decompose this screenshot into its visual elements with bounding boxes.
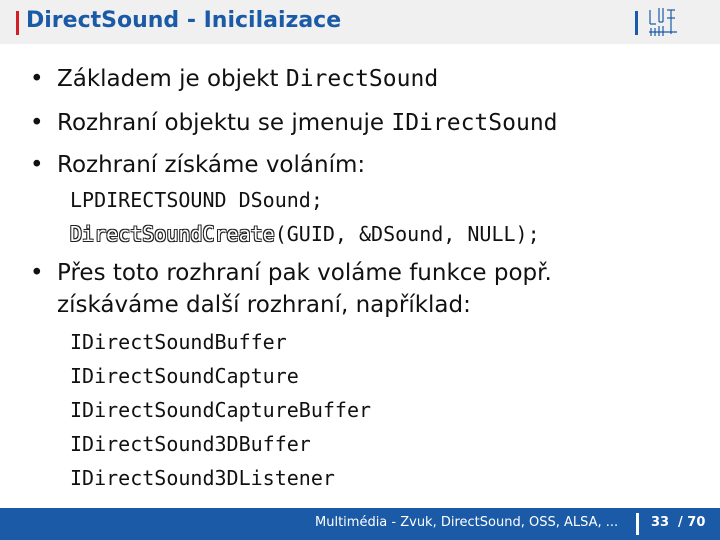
page-number: 33 <box>651 515 670 530</box>
bullet-dot: • <box>30 110 44 136</box>
code-line: IDirectSoundBuffer <box>70 330 287 354</box>
inline-code: DirectSound <box>285 66 439 92</box>
code-function-name: DirectSoundCreate <box>70 222 275 246</box>
page-total: / 70 <box>678 515 706 530</box>
bullet-text: Rozhraní získáme voláním: <box>57 152 366 178</box>
inline-code: IDirectSound <box>391 110 558 136</box>
slide-title: DirectSound - Inicilaizace <box>26 8 342 33</box>
code-line: IDirectSoundCaptureBuffer <box>70 398 372 422</box>
code-line: IDirectSoundCapture <box>70 364 299 388</box>
bullet-text: Přes toto rozhraní pak voláme funkce pop… <box>57 260 552 286</box>
slide-header: DirectSound - Inicilaizace <box>0 0 720 44</box>
university-logo-icon <box>649 8 677 36</box>
logo-divider <box>635 11 638 35</box>
bullet-text: Základem je objekt <box>57 66 286 92</box>
code-line: DirectSoundCreate(GUID, &DSound, NULL); <box>70 222 540 246</box>
bullet-dot: • <box>30 152 44 178</box>
bullet-text: získáváme další rozhraní, například: <box>57 292 471 318</box>
footer-title: Multimédia - Zvuk, DirectSound, OSS, ALS… <box>315 515 619 530</box>
footer-divider <box>636 513 639 535</box>
bullet-text: Rozhraní objektu se jmenuje <box>57 110 392 136</box>
code-arguments: (GUID, &DSound, NULL); <box>274 222 540 246</box>
title-accent-bar <box>16 11 19 35</box>
slide-footer: Multimédia - Zvuk, DirectSound, OSS, ALS… <box>0 508 720 540</box>
bullet-dot: • <box>30 260 44 286</box>
bullet-dot: • <box>30 66 44 92</box>
code-line: IDirectSound3DBuffer <box>70 432 311 456</box>
code-line: LPDIRECTSOUND DSound; <box>70 188 323 212</box>
code-line: IDirectSound3DListener <box>70 466 335 490</box>
